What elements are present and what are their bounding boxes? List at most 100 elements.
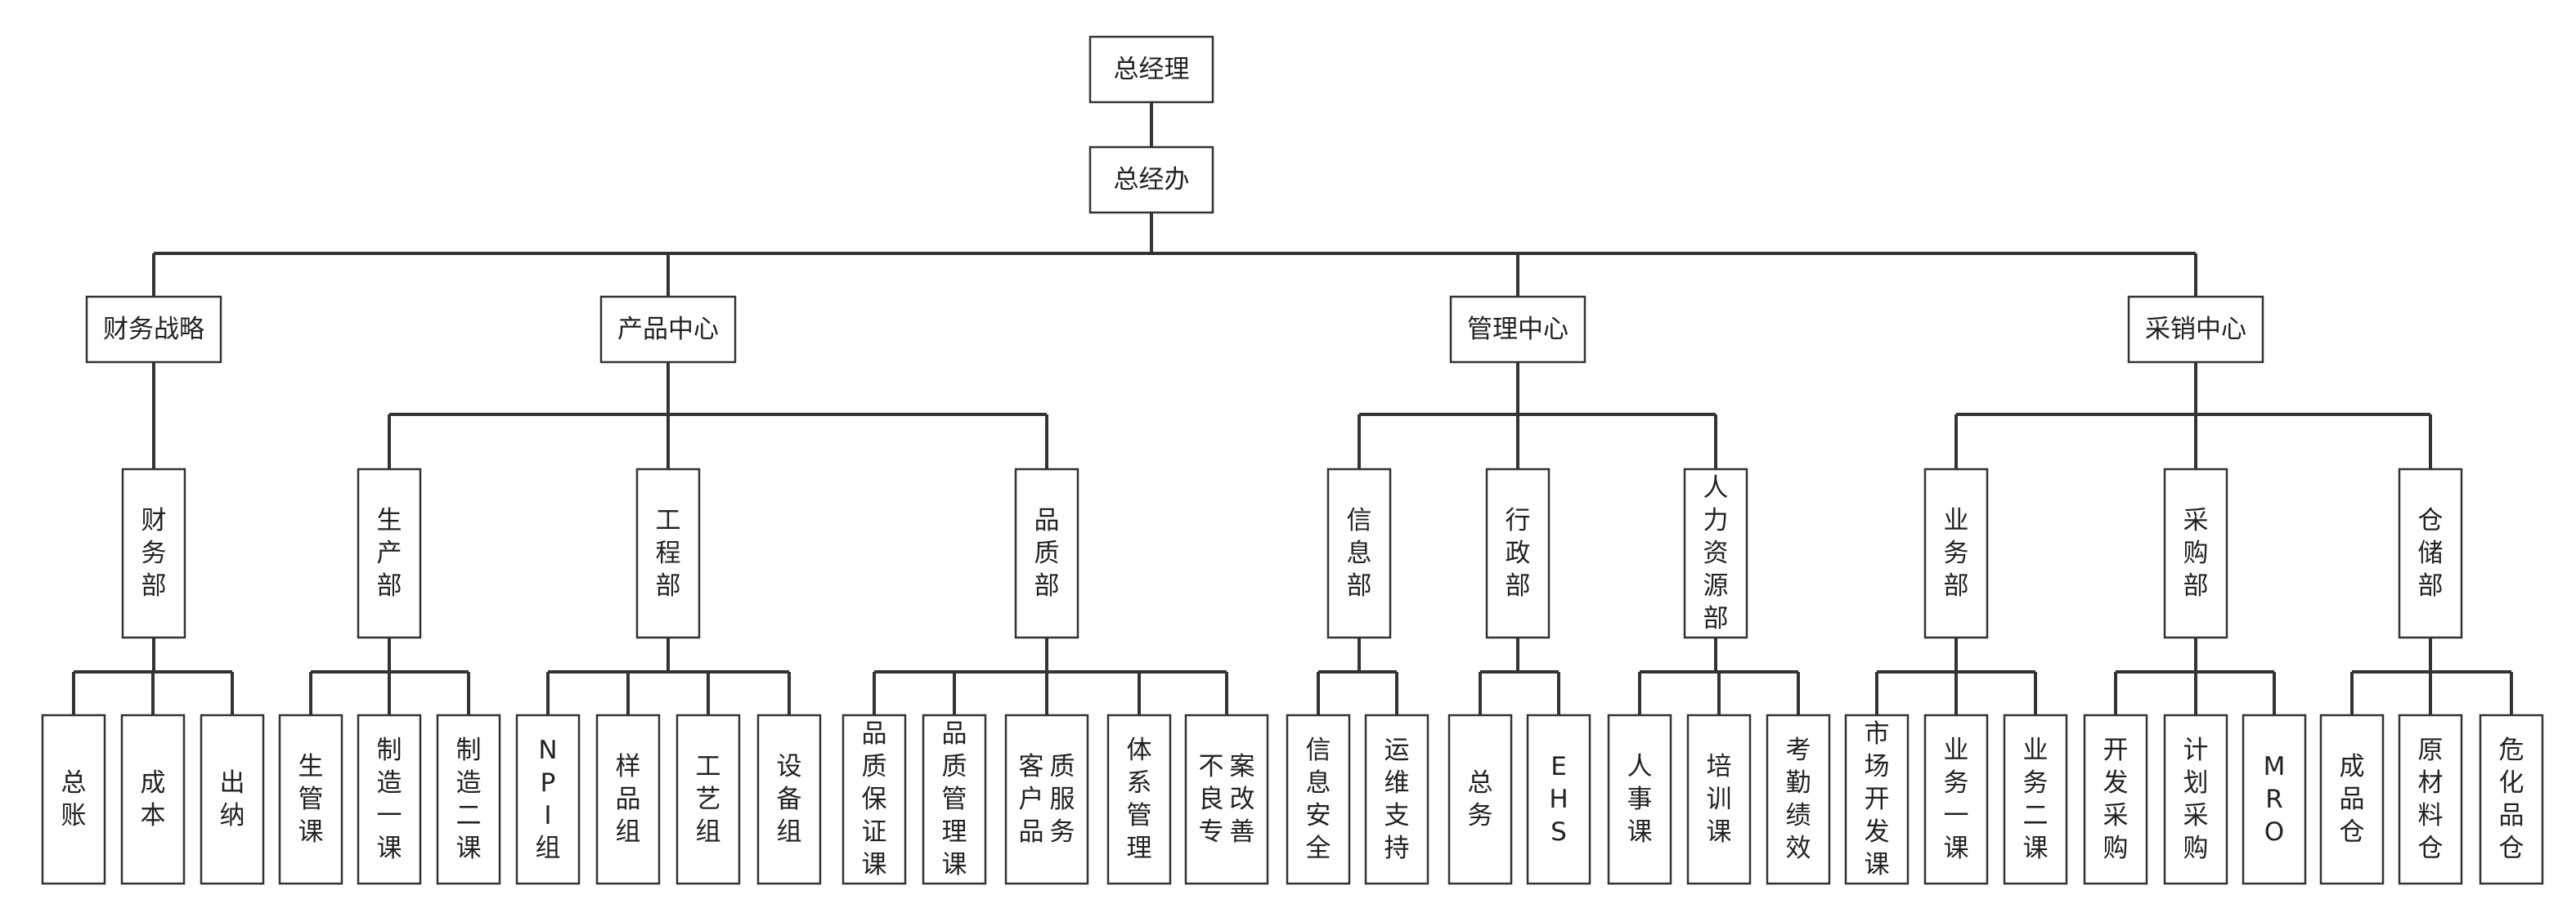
node-box [1088, 145, 1214, 214]
node-label: 采销中心 [2145, 315, 2246, 344]
node-label: 培训课 [1707, 752, 1732, 847]
node-label: 品质管理课 [942, 719, 967, 879]
node-section: 不良专案改善 [1184, 714, 1269, 885]
node-box [1447, 714, 1513, 885]
node-box [1844, 714, 1910, 885]
node-box [2127, 295, 2264, 364]
node-box [1686, 714, 1752, 885]
node-department: 行政部 [1485, 468, 1551, 639]
node-label: 财务部 [141, 506, 167, 601]
node-label: 人事课 [1627, 752, 1653, 847]
node-section: 运维支持 [1364, 714, 1429, 885]
node-label: 财务战略 [103, 315, 204, 344]
node-box [1326, 468, 1392, 639]
node-box [2479, 714, 2544, 885]
node-label: 工艺组 [696, 752, 721, 847]
node-label: 总经办 [1114, 165, 1190, 195]
node-box [1184, 714, 1269, 885]
node-box [1607, 714, 1672, 885]
node-box [599, 295, 737, 364]
node-label: 管理中心 [1467, 315, 1568, 344]
node-department: 仓储部 [2398, 468, 2463, 639]
node-section: 人事课 [1607, 714, 1672, 885]
node-label: 品质部 [1034, 506, 1060, 601]
node-box [121, 468, 186, 639]
node-department: 财务部 [121, 468, 186, 639]
node-label: 品质保证课 [862, 719, 887, 879]
node-box [2163, 468, 2228, 639]
node-section: 业务一课 [1923, 714, 1989, 885]
node-center: 财务战略 [85, 295, 222, 364]
node-label: 市场开发课 [1865, 719, 1890, 879]
node-center: 采销中心 [2127, 295, 2264, 364]
node-label: 制造一课 [377, 736, 402, 863]
node-section: 原材料仓 [2398, 714, 2463, 885]
node-section: 出纳 [200, 714, 265, 885]
node-box [2319, 714, 2385, 885]
node-label: 生产部 [377, 506, 402, 601]
node-box [1449, 295, 1586, 364]
node-section: 生管课 [278, 714, 343, 885]
node-general-manager: 总经理 [1088, 35, 1214, 104]
node-label: 计划采购 [2183, 736, 2209, 863]
node-box [675, 714, 741, 885]
node-label: 总务 [1468, 768, 1493, 830]
node-section: 信息安全 [1286, 714, 1351, 885]
node-section: 考勤绩效 [1766, 714, 1831, 885]
node-box [1088, 35, 1214, 104]
node-section: 工艺组 [675, 714, 741, 885]
node-box [1004, 714, 1089, 885]
node-section: 制造二课 [436, 714, 501, 885]
node-box [1014, 468, 1079, 639]
node-section: 开发采购 [2083, 714, 2148, 885]
node-box [841, 714, 907, 885]
node-label: 生管课 [298, 752, 324, 847]
node-section: 培训课 [1686, 714, 1752, 885]
node-box [1106, 714, 1172, 885]
node-box [2398, 714, 2463, 885]
node-label: 业务一课 [1944, 736, 1969, 863]
node-box [357, 468, 422, 639]
node-label: 仓储部 [2418, 506, 2444, 601]
node-label: 行政部 [1506, 506, 1531, 601]
node-department: 生产部 [357, 468, 422, 639]
node-label: 工程部 [656, 506, 681, 601]
node-label: 不良专案改善 [1199, 752, 1255, 847]
node-section: 危化品仓 [2479, 714, 2544, 885]
node-center: 产品中心 [599, 295, 737, 364]
node-section: 总账 [41, 714, 106, 885]
node-label: 制造二课 [456, 736, 482, 863]
node-label: 考勤绩效 [1786, 736, 1811, 863]
node-label: 设备组 [777, 752, 802, 847]
node-box [635, 468, 701, 639]
node-box [515, 714, 581, 885]
node-label: 样品组 [616, 752, 641, 847]
node-label: 人力资源部 [1703, 473, 1729, 633]
node-label: 体系管理 [1127, 736, 1152, 863]
node-box [85, 295, 222, 364]
node-section: 客户品质服务 [1004, 714, 1089, 885]
node-label: 信息部 [1347, 506, 1372, 601]
node-box [1923, 468, 1989, 639]
node-label: 业务二课 [2023, 736, 2049, 863]
org-chart-connectors [72, 102, 2513, 715]
node-label: 出纳 [220, 768, 245, 830]
node-department: 工程部 [635, 468, 701, 639]
node-section: 品质管理课 [922, 714, 987, 885]
node-label: 产品中心 [617, 315, 719, 344]
node-section: 总务 [1447, 714, 1513, 885]
node-department: 采购部 [2163, 468, 2228, 639]
node-department: 业务部 [1923, 468, 1989, 639]
node-center: 管理中心 [1449, 295, 1586, 364]
node-label: 成本 [141, 768, 166, 830]
node-section: 样品组 [595, 714, 661, 885]
node-label: 原材料仓 [2418, 736, 2444, 863]
node-box [2163, 714, 2228, 885]
node-box [2242, 714, 2307, 885]
node-box [2398, 468, 2463, 639]
